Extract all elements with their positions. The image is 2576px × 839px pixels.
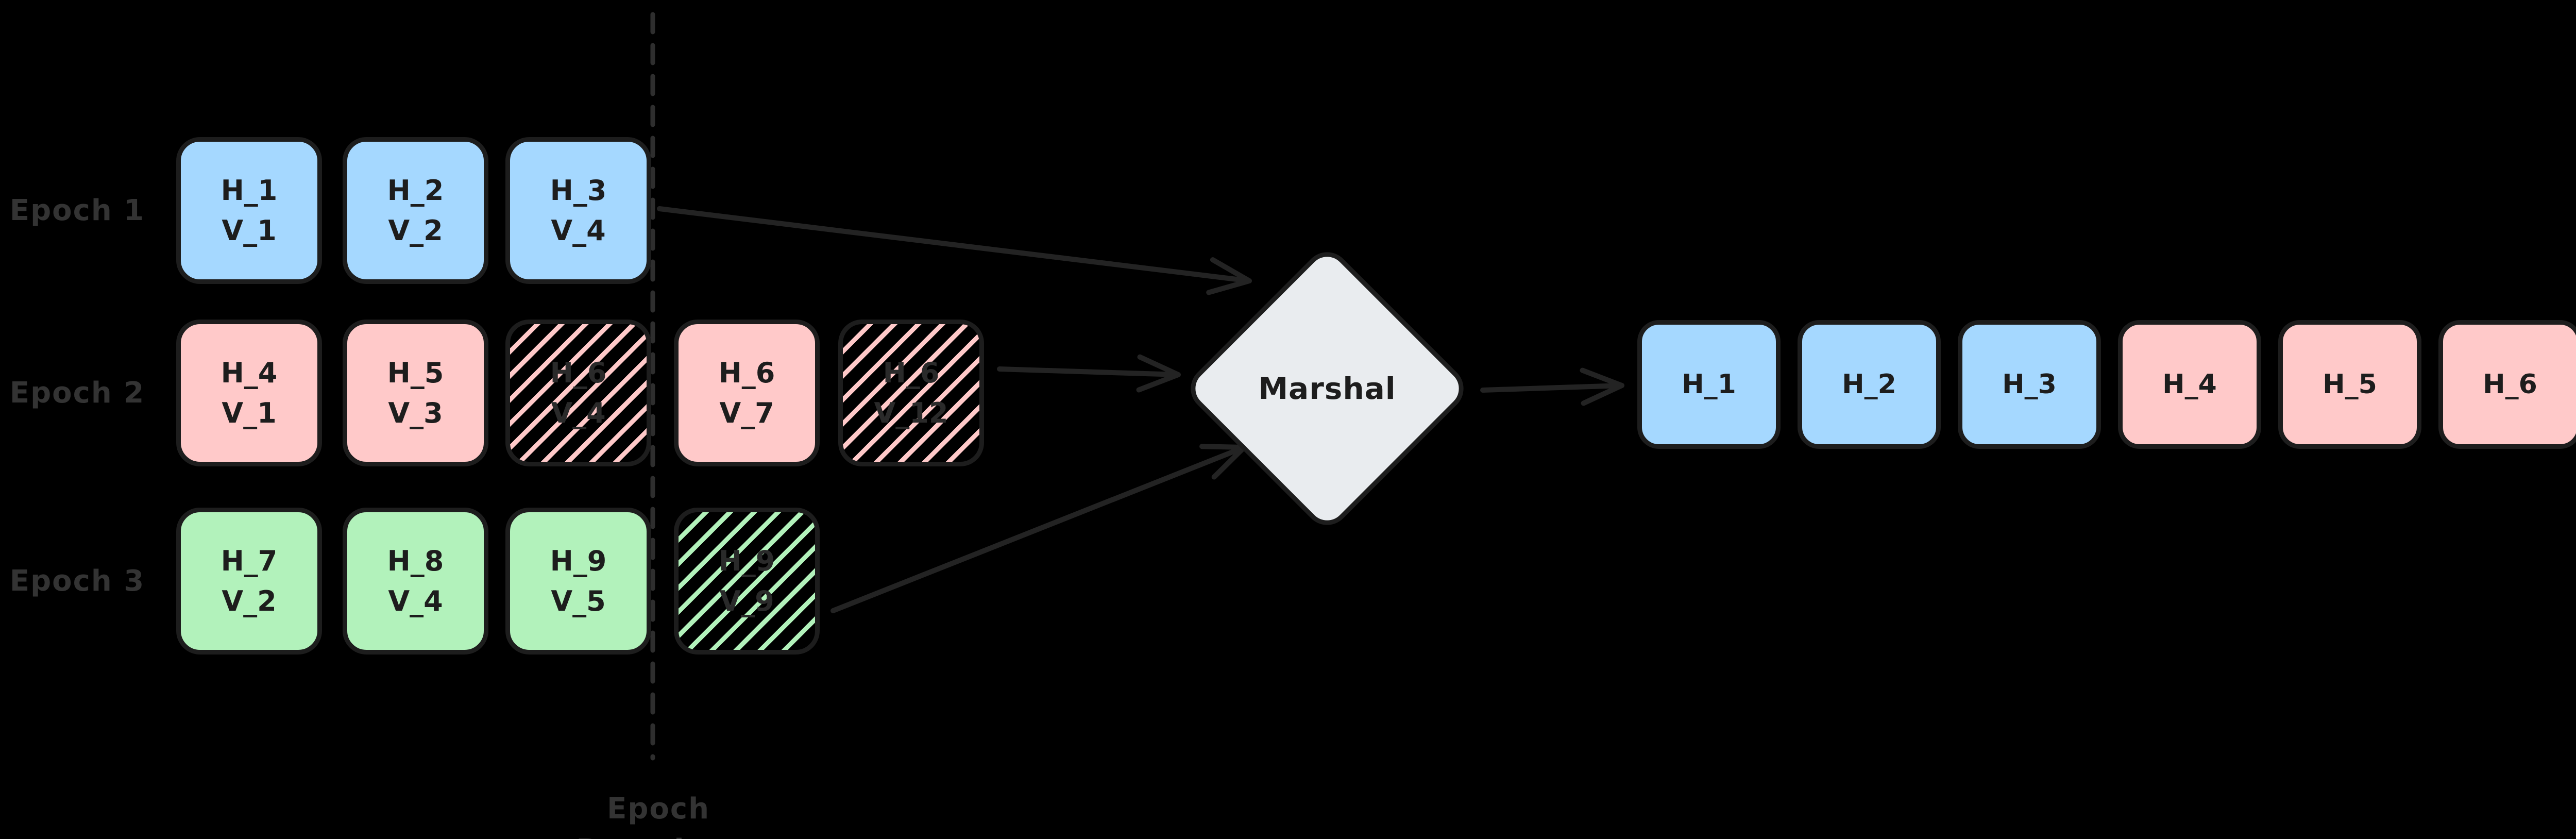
output-box-label: H_2 xyxy=(1842,369,1896,400)
box-label-line2: V_5 xyxy=(551,584,606,617)
box-label-line1: H_9 xyxy=(718,544,775,577)
box-label-line1: H_6 xyxy=(883,356,940,389)
epoch-boundary-label: Epoch Boundary xyxy=(577,792,740,839)
box-label-line2: V_4 xyxy=(551,214,606,247)
box-label-line1: H_2 xyxy=(387,174,444,207)
box-label-line1: H_6 xyxy=(718,356,775,389)
arrow-marshal-to-output xyxy=(1480,367,1624,406)
box-label-line2: V_3 xyxy=(388,396,443,429)
box-label-line1: H_7 xyxy=(221,544,278,577)
box-label-line1: H_4 xyxy=(221,356,278,389)
box-label-line1: H_6 xyxy=(550,356,607,389)
box-label-line2: V_4 xyxy=(388,584,443,617)
box-label-line2: V_9 xyxy=(719,584,774,617)
box-label-line1: H_8 xyxy=(387,544,444,577)
box-label-line1: H_5 xyxy=(387,356,444,389)
epoch-1-label: Epoch 1 xyxy=(9,194,145,227)
output-box: H_2 xyxy=(1798,320,1941,449)
output-box: H_5 xyxy=(2278,320,2421,449)
output-box: H_6 xyxy=(2438,320,2576,449)
box-label-line2: V_7 xyxy=(719,396,774,429)
output-box-label: H_5 xyxy=(2323,369,2377,400)
output-box-label: H_1 xyxy=(1682,369,1736,400)
box-label-line2: V_12 xyxy=(874,396,948,429)
box-label-line2: V_4 xyxy=(551,396,606,429)
box-label-line1: H_9 xyxy=(550,544,607,577)
box-label-line1: H_3 xyxy=(550,174,607,207)
arrow-epoch1-to-marshal xyxy=(657,206,1252,295)
arrow-epoch3-to-marshal xyxy=(831,444,1247,613)
box-label-line2: V_1 xyxy=(222,214,277,247)
arrow-epoch2-to-marshal xyxy=(997,354,1181,393)
epoch-2-label: Epoch 2 xyxy=(9,376,145,410)
box-label-line2: V_2 xyxy=(388,214,443,247)
box-label-line2: V_1 xyxy=(222,396,277,429)
box-label-line2: V_2 xyxy=(222,584,277,617)
epoch-3-label: Epoch 3 xyxy=(9,564,145,598)
marshal-label: Marshal xyxy=(1258,371,1396,406)
arrows-group xyxy=(657,206,1624,613)
box-label-line1: H_1 xyxy=(221,174,278,207)
output-box: H_3 xyxy=(1958,320,2101,449)
output-box-label: H_6 xyxy=(2483,369,2537,400)
output-box-label: H_3 xyxy=(2002,369,2057,400)
output-box: H_4 xyxy=(2118,320,2261,449)
output-box-label: H_4 xyxy=(2162,369,2217,400)
output-box: H_1 xyxy=(1637,320,1781,449)
